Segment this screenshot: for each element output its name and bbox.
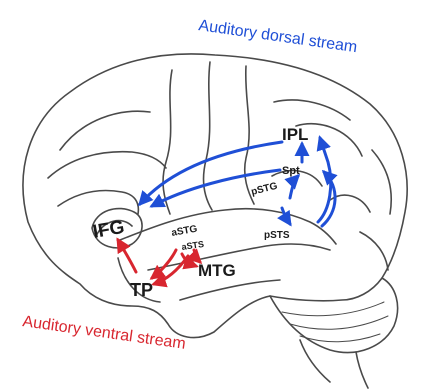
label-astg: aSTG xyxy=(171,224,199,239)
frontal-gyri-upper xyxy=(48,111,166,178)
label-asts: aSTS xyxy=(181,239,205,252)
lateral-sulcus xyxy=(120,209,336,244)
occipital-gyri xyxy=(360,150,391,270)
label-pstg: pSTG xyxy=(250,181,279,198)
label-ipl: IPL xyxy=(282,125,308,144)
label-tp: TP xyxy=(130,280,153,300)
dorsal-stream-title: Auditory dorsal stream xyxy=(197,17,358,56)
label-mtg: MTG xyxy=(198,261,236,280)
superior-temporal-sulcus xyxy=(148,244,330,270)
arrow-pstg-to-spt xyxy=(290,176,298,198)
label-psts: pSTS xyxy=(264,230,290,241)
brainstem-outline xyxy=(300,340,368,388)
label-spt: Spt xyxy=(282,165,300,177)
parietal-gyri xyxy=(272,100,370,212)
precentral-sulcus xyxy=(163,70,172,214)
cerebellum-folds xyxy=(282,302,388,342)
central-sulcus xyxy=(204,62,212,210)
ventral-stream-title: Auditory ventral stream xyxy=(21,313,186,353)
postcentral-sulcus xyxy=(245,66,254,204)
arrow-pstg-to-psts xyxy=(282,208,290,224)
